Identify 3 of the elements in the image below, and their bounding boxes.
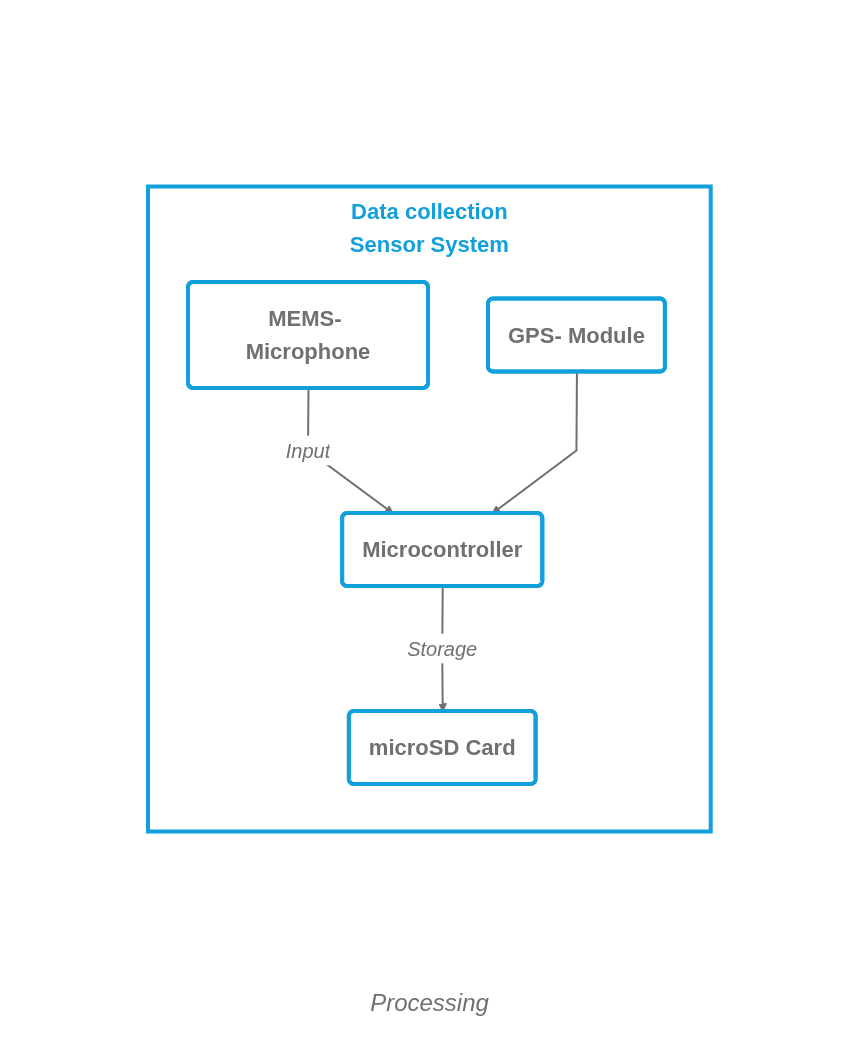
annotation-text: Processing [370,988,489,1017]
edge-label: Input [285,439,331,461]
edge-label: Storage [407,637,478,659]
